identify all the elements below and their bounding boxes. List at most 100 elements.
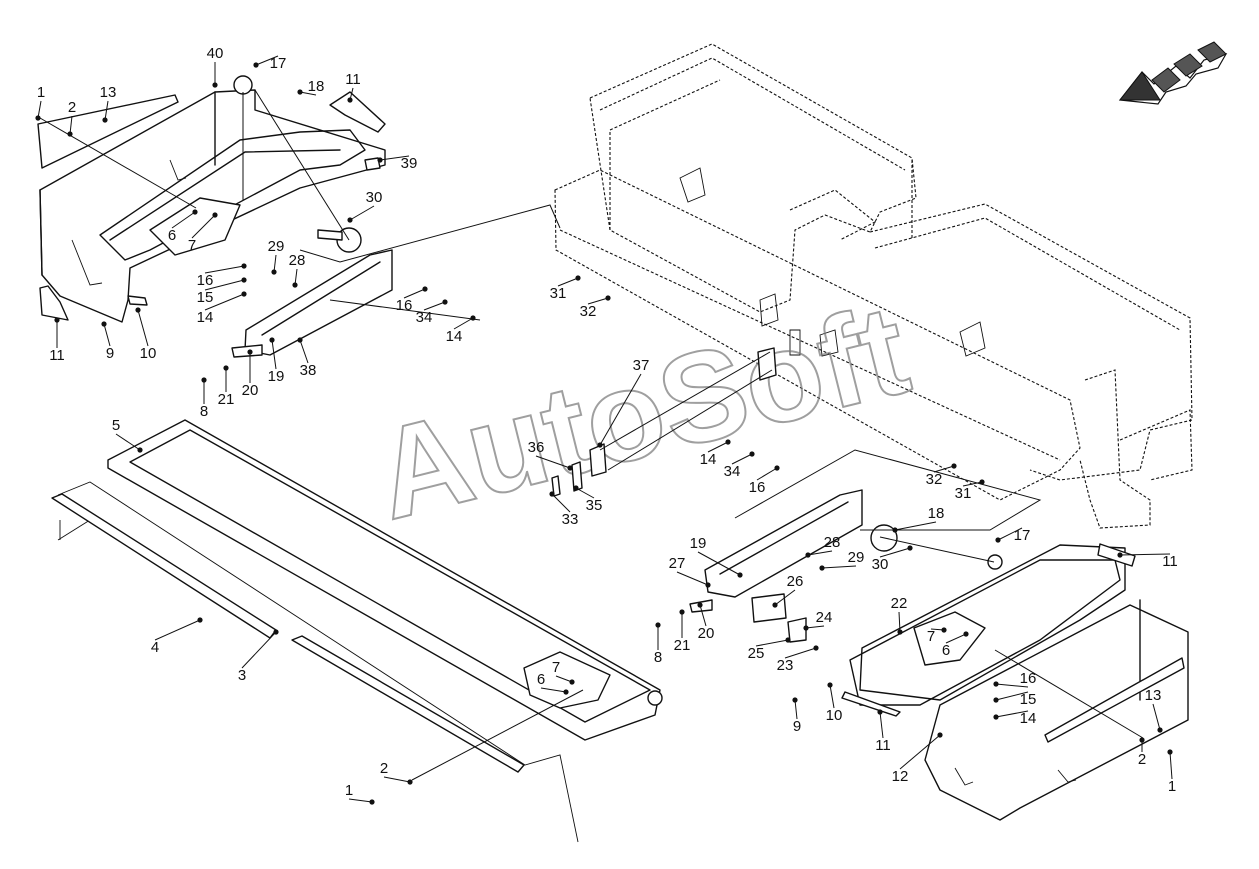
hinge-bracket-37 xyxy=(551,347,777,497)
callout-part-marker-c22 xyxy=(897,629,903,635)
callout-part-marker-c15b xyxy=(993,697,999,703)
callout-number-c11b: 11 xyxy=(49,347,65,364)
callout-number-c39: 39 xyxy=(401,155,418,172)
callout-number-c10a: 10 xyxy=(140,345,157,362)
callout-number-c29a: 29 xyxy=(268,238,285,255)
callout-number-c29b: 29 xyxy=(848,549,865,566)
callout-number-c13b: 13 xyxy=(1145,687,1162,704)
callout-number-c21b: 21 xyxy=(674,637,691,654)
callout-leader-c6c xyxy=(945,633,967,644)
callout-leader-c37 xyxy=(599,373,642,446)
callout-part-marker-c21b xyxy=(679,609,685,615)
callout-number-c32b: 32 xyxy=(926,471,943,488)
callout-leader-c38 xyxy=(299,339,309,364)
callout-number-c10b: 10 xyxy=(826,707,843,724)
callout-part-marker-c14b xyxy=(470,315,476,321)
callout-leader-c5 xyxy=(115,433,141,451)
callout-number-c2b: 2 xyxy=(380,760,388,777)
callout-leader-c31a xyxy=(557,277,579,287)
callout-leader-c29b xyxy=(821,565,857,569)
callout-part-marker-c7b xyxy=(569,679,575,685)
callout-leader-c18b xyxy=(894,521,937,531)
callout-leader-c32a xyxy=(587,297,609,305)
callout-leader-c30a xyxy=(349,205,375,221)
callout-leader-c32b xyxy=(933,465,955,473)
callout-number-c25: 25 xyxy=(748,645,765,662)
callout-leader-c9a xyxy=(103,323,111,347)
callout-leader-c2a xyxy=(69,115,73,135)
callout-part-marker-c14c xyxy=(725,439,731,445)
callout-leader-c14a xyxy=(204,293,245,311)
callout-part-marker-c20b xyxy=(697,602,703,608)
callout-number-c31a: 31 xyxy=(550,285,567,302)
callout-leader-c14c xyxy=(707,441,729,453)
callout-part-marker-c20a xyxy=(247,349,253,355)
callout-leader-c6b xyxy=(540,687,567,693)
callout-leader-c17b xyxy=(997,527,1023,541)
callout-leader-c36 xyxy=(535,455,571,469)
travel-direction-arrow-icon xyxy=(1118,41,1228,105)
callout-part-marker-c30b xyxy=(907,545,913,551)
callout-leader-c28b xyxy=(807,550,833,556)
callout-leader-c22 xyxy=(898,611,901,633)
callout-part-marker-c40 xyxy=(212,82,218,88)
callout-number-c7a: 7 xyxy=(188,237,196,254)
callout-number-c30b: 30 xyxy=(872,556,889,573)
callout-leader-c15b xyxy=(995,691,1029,701)
callout-part-marker-c9a xyxy=(101,321,107,327)
callout-leader-c28a xyxy=(294,268,298,286)
callout-part-marker-c31b xyxy=(979,479,985,485)
callout-number-c1a: 1 xyxy=(37,84,45,101)
machine-hopper-assembly xyxy=(554,43,1193,529)
callout-number-c11a: 11 xyxy=(345,71,361,88)
callout-part-marker-c25 xyxy=(785,637,791,643)
callout-part-marker-c8b xyxy=(655,622,661,628)
callout-part-marker-c24 xyxy=(803,625,809,631)
callout-leader-c35 xyxy=(575,487,595,499)
callout-part-marker-c12 xyxy=(937,732,943,738)
callout-number-c16b: 16 xyxy=(396,297,413,314)
callout-number-c22: 22 xyxy=(891,595,908,612)
callout-number-c16c: 16 xyxy=(749,479,766,496)
callout-part-marker-c16a xyxy=(241,263,247,269)
callout-number-c2a: 2 xyxy=(68,99,76,116)
callout-part-marker-c26 xyxy=(772,602,778,608)
callout-leader-c14b xyxy=(453,317,474,330)
callout-number-c4: 4 xyxy=(151,639,159,656)
callout-number-c8b: 8 xyxy=(654,649,662,666)
callout-number-c6b: 6 xyxy=(537,671,545,688)
callout-part-marker-c7a xyxy=(212,212,218,218)
callout-leader-c11c xyxy=(1119,553,1171,556)
callout-part-marker-c27 xyxy=(705,582,711,588)
lower-beam-19 xyxy=(689,489,898,643)
callout-part-marker-c5 xyxy=(137,447,143,453)
callout-part-marker-c11b xyxy=(54,317,60,323)
callout-part-marker-c8a xyxy=(201,377,207,383)
callout-part-marker-c28a xyxy=(292,282,298,288)
callout-number-c18a: 18 xyxy=(308,78,325,95)
callout-number-c23: 23 xyxy=(777,657,794,674)
callout-part-marker-c6b xyxy=(563,689,569,695)
callout-leader-c19b xyxy=(697,551,741,576)
callout-leader-c16d xyxy=(995,683,1029,688)
callout-part-marker-c4 xyxy=(197,617,203,623)
callout-leader-c2b xyxy=(383,776,411,783)
callout-leader-c6a xyxy=(171,211,196,229)
callout-part-marker-c17a xyxy=(253,62,259,68)
callout-part-marker-c16b xyxy=(422,286,428,292)
callout-part-marker-c10a xyxy=(135,307,141,313)
callout-leader-c3 xyxy=(241,631,277,669)
callout-number-c5: 5 xyxy=(112,417,120,434)
callout-part-marker-c16c xyxy=(774,465,780,471)
callout-number-c21a: 21 xyxy=(218,391,235,408)
callout-part-marker-c37 xyxy=(597,442,603,448)
callout-leader-c13b xyxy=(1152,703,1161,731)
callout-number-c9b: 9 xyxy=(793,718,801,735)
callout-number-c2c: 2 xyxy=(1138,751,1146,768)
callout-part-marker-c2b xyxy=(407,779,413,785)
callout-part-marker-c33 xyxy=(549,491,555,497)
callout-number-c28b: 28 xyxy=(824,534,841,551)
callout-part-marker-c23 xyxy=(813,645,819,651)
callout-number-c32a: 32 xyxy=(580,303,597,320)
callout-leader-c15a xyxy=(204,279,245,291)
